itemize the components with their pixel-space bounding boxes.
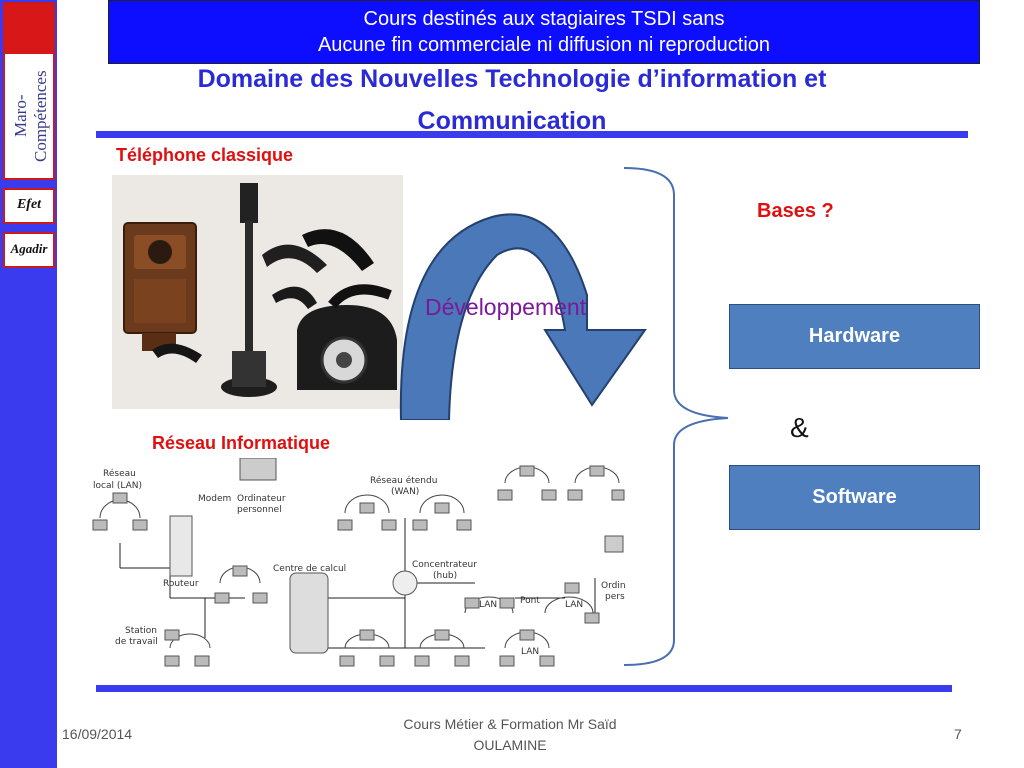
- label-lan-c: LAN: [521, 647, 539, 657]
- footer-course-line-2: OULAMINE: [473, 737, 547, 753]
- network-diagram: Réseau local (LAN) Modem Ordinateur pers…: [75, 457, 650, 678]
- label-station: Station: [125, 626, 157, 636]
- label-pc1: Ordinateur: [237, 494, 286, 504]
- footer-date: 16/09/2014: [62, 726, 133, 742]
- logo-brand-text: Maro-Compétences: [11, 70, 50, 162]
- banner-line-1: Cours destinés aux stagiaires TSDI sans: [363, 8, 725, 30]
- label-modem: Modem: [198, 494, 231, 504]
- label-centre: Centre de calcul: [273, 564, 346, 574]
- label-hub: (hub): [433, 571, 457, 581]
- software-box: Software: [729, 465, 980, 530]
- ampersand: &: [790, 412, 809, 443]
- label-wan2: (WAN): [391, 487, 419, 497]
- agadir-badge: Agadir: [3, 232, 55, 268]
- label-routeur: Routeur: [163, 579, 199, 589]
- hardware-box: Hardware: [729, 304, 980, 369]
- label-lan-b: LAN: [565, 600, 583, 610]
- label-lan-local: Réseau: [103, 468, 136, 479]
- title-line-2: Communication: [417, 107, 607, 135]
- footer-page-number: 7: [954, 726, 962, 742]
- footer-course: Cours Métier & Formation Mr Saïd OULAMIN…: [380, 714, 640, 756]
- label-concentrateur: Concentrateur: [412, 560, 477, 570]
- bottom-rule: [96, 685, 952, 692]
- telephone-label: Téléphone classique: [116, 145, 294, 165]
- logo-band: [5, 4, 53, 54]
- label-station2: de travail: [115, 637, 158, 647]
- label-lan-local-2: local (LAN): [93, 481, 142, 491]
- network-diagram-svg: Réseau local (LAN) Modem Ordinateur pers…: [92, 457, 650, 667]
- label-lan-a: LAN: [479, 600, 497, 610]
- slide-title: Domaine des Nouvelles Technologie d’info…: [100, 58, 924, 142]
- bases-label: Bases ?: [757, 200, 834, 222]
- label-pont: Pont: [520, 596, 540, 606]
- reseau-label: Réseau Informatique: [152, 433, 331, 453]
- disclaimer-banner: Cours destinés aux stagiaires TSDI sans …: [108, 0, 980, 64]
- banner-line-2: Aucune fin commerciale ni diffusion ni r…: [317, 34, 771, 56]
- maro-competences-logo: Maro-Compétences: [3, 2, 55, 180]
- curly-brace: [622, 165, 734, 670]
- left-sidebar: Maro-Compétences Efet Agadir: [0, 0, 57, 768]
- development-label: Développement: [425, 294, 587, 320]
- footer-course-line-1: Cours Métier & Formation Mr Saïd: [403, 716, 617, 732]
- label-pc1b: personnel: [237, 505, 282, 515]
- development-arrow: [397, 205, 647, 421]
- title-line-1: Domaine des Nouvelles Technologie d’info…: [197, 65, 827, 93]
- label-wan: Réseau étendu: [370, 475, 437, 486]
- top-rule: [96, 131, 968, 138]
- classic-telephone-image: [112, 175, 403, 409]
- efet-badge: Efet: [3, 188, 55, 224]
